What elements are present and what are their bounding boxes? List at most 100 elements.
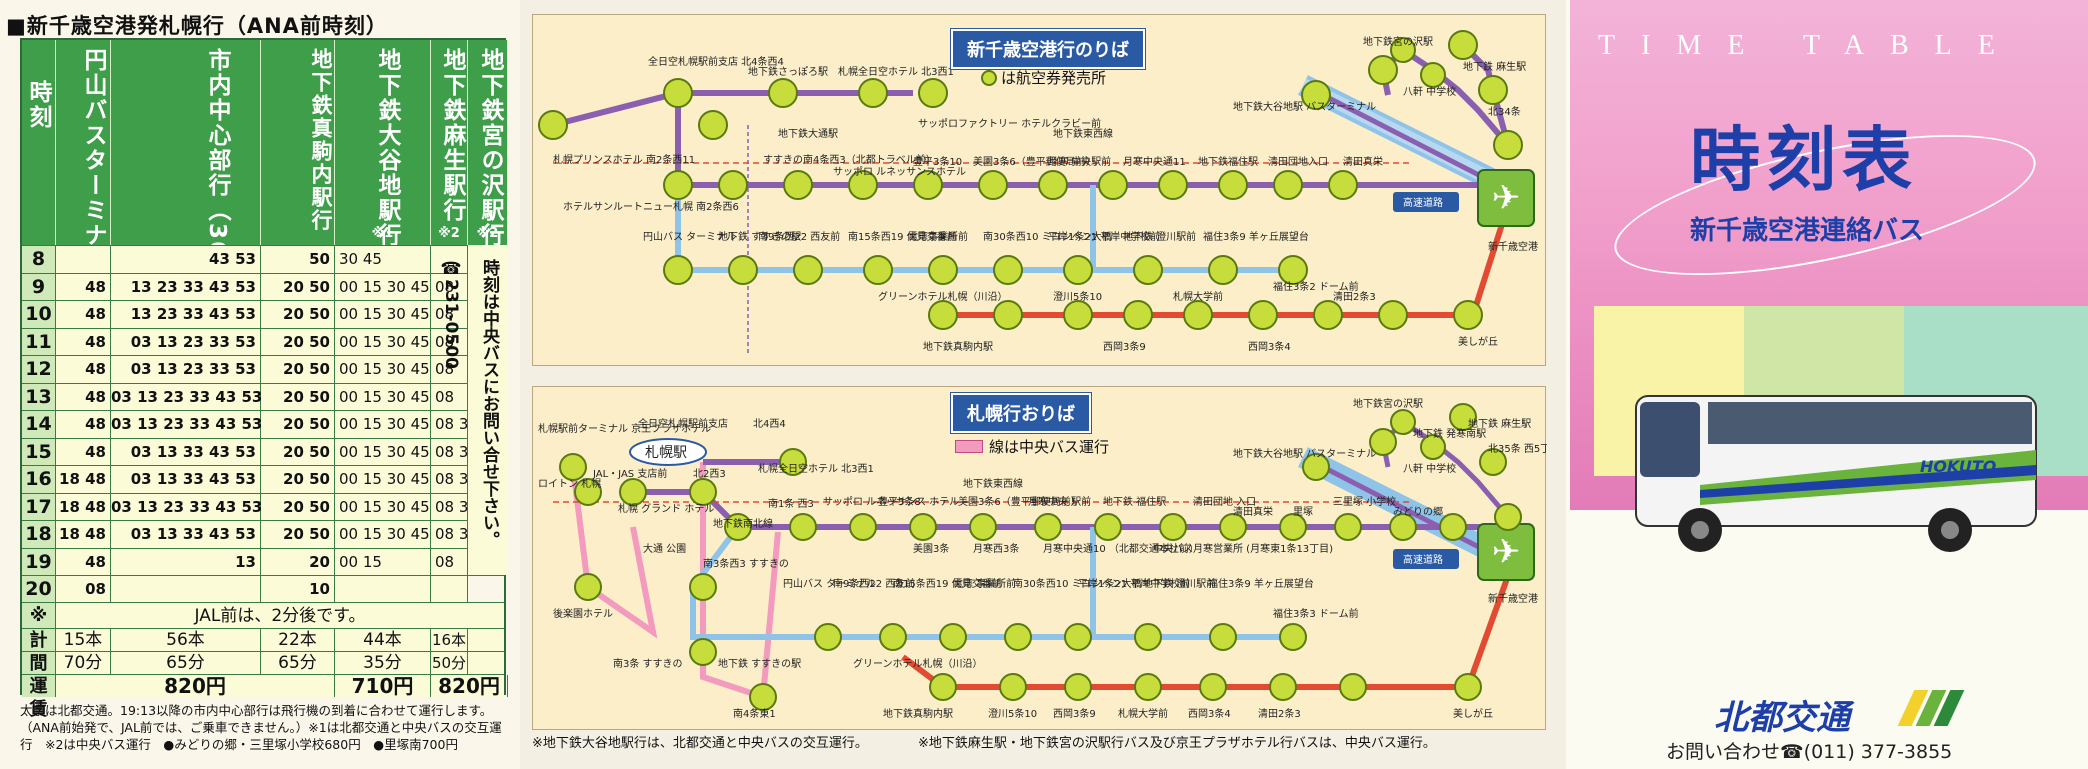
time-cell: 08 [431,383,468,410]
header-hour: 時刻 [22,40,56,245]
bus-illustration: HOKUTO [1635,395,2037,552]
stop-fukuzumi-2: 地下鉄 福住駅 [1103,495,1166,508]
time-cell: 48 [56,273,111,300]
company-logo-icon [1897,690,1966,726]
time-cell: 00 15 30 45 [335,301,431,328]
timetable-panel: ■新千歳空港発札幌行（ANA前時刻） 時刻 円山バスターミナル行 市内中心部行（… [0,0,520,769]
time-cell: 13 23 33 43 53 [111,301,261,328]
time-cell: 03 13 33 43 53 [111,438,261,465]
stop-maruyama-2: 円山バス ターミナル [783,578,876,590]
stop-midori: みどりの郷 [1393,506,1443,518]
arrival-title: 札幌行おりば [951,393,1091,433]
stop-hiragishi-2: 平岸1条21 平岸中学校前 [1078,577,1190,590]
stop-renaissance-2: サッポロ ルネッサンス ホテル [823,496,959,508]
stop-sanrizuka: 三里塚 小学校 [1333,495,1396,508]
airport-label: 新千歳空港 [1488,240,1538,253]
stop-susukino-s4: すすきの南4条西3（北都トラベル前） [763,153,936,166]
time-cell: 20 50 [261,493,335,520]
stop-kita35: 北35条 西5丁目 [1488,442,1547,455]
stop-miyanosawa: 地下鉄宮の沢駅 [1363,35,1433,48]
time-cell: 13 23 33 43 53 [111,273,261,300]
stop-toyohira3: 豊平3条10 [913,155,962,168]
hour-cell: 13 [22,383,56,410]
stop-kourakuen: 後楽園ホテル [553,607,613,620]
stop-susukino: 地下鉄 すすきの駅 [718,230,801,243]
stop-sapporo-univ-2: 札幌大学前 [1118,707,1168,720]
stop-chuo-office: 中央バス月寒営業所 (月寒東1条13丁目) [1153,542,1333,555]
stop-minami3: 南3条 すすきの [613,657,683,670]
cover-subtitle: 新千歳空港連絡バス [1690,216,1925,246]
stop-tsukisamu3: 月寒西3条 [973,542,1019,555]
time-cell: 20 50 [261,273,335,300]
time-cell: 00 15 30 45 [335,493,431,520]
hour-cell: 10 [22,301,56,328]
stop-dot-icon [981,70,997,86]
header-maruyama: 円山バスターミナル行 [56,40,111,298]
interval-row: 間隔 70分 65分 65分 35分 50分 [22,651,504,697]
line-tozai-2: 地下鉄東西線 [963,477,1023,490]
hour-cell: 20 [22,576,56,603]
time-cell: 00 15 30 45 [335,383,431,410]
stop-green-hotel-2: グリーンホテル札幌（川沿） [853,657,983,670]
stop-asabu-2: 地下鉄 麻生駅 [1468,417,1531,430]
time-cell [431,576,468,603]
time-cell: 03 13 33 43 53 [111,466,261,493]
stop-makomanai-2: 地下鉄真駒内駅 [883,707,953,720]
time-cell: 48 [56,548,111,575]
stop-jal: JAL・JAS 支店前 [592,467,667,480]
time-cell: 30 45 [335,246,431,273]
time-cell: 00 15 30 45 [335,411,431,438]
time-cell [431,246,468,273]
arrival-route-map: ✈ 札幌駅 札幌駅前ターミナル 京王プラザホテル 全日空札幌駅前支店 北4西4 … [538,397,1547,720]
stop-kita4: 北4西4 [753,418,786,430]
stop-makomanai: 地下鉄真駒内駅 [923,340,993,353]
stop-nishioka9: 西岡3条9 [1103,340,1146,353]
stop-minami9: 南9条西22 西友前 [758,230,840,243]
header-oyachi: 地下鉄大谷地駅行 ※1 [335,40,431,248]
stop-minami3nishi3: 南3条西3 すすきの [703,557,789,570]
stop-hiragishi: 平岸1条21 平岸中学校前 [1048,230,1160,243]
time-cell: 03 13 23 33 53 [111,356,261,383]
stop-fukuzumi: 地下鉄福住駅 [1198,155,1258,168]
stop-tsukisamu-chuo: 月寒 中央駅前 [1048,155,1111,168]
time-cell: 48 [56,328,111,355]
company-name: 北都交通 [1714,698,1850,738]
stop-satozuka: 里塚 [1293,506,1313,518]
time-cell: 00 15 30 45 [335,328,431,355]
stop-renaissance: サッポロ ルネッサンスホテル [833,166,966,178]
stop-prince: 札幌プリンスホテル 南2条西11 [553,153,695,166]
stop-hassamu: 地下鉄 発寒南駅 [1413,427,1486,440]
time-cell: 08 38 [431,493,478,520]
sapporo-station-label: 札幌駅 [645,445,687,461]
time-cell: 00 15 30 45 [335,356,431,383]
stop-utsukushigaoka: 美しが丘 [1458,335,1498,348]
header-makomanai: 地下鉄真駒内駅行（グリーンホテル札幌終点） [261,40,335,531]
cover-art: TIME TABLE 時刻表 新千歳空港連絡バス HOKUTO [1570,0,2088,552]
pink-line-icon [955,440,983,453]
count-row: 計 15本 56本 22本 44本 16本 [22,628,504,651]
time-table-heading: TIME TABLE [1598,30,2021,61]
time-cell [56,246,111,273]
stop-densha: 電車事業所前 [908,230,968,243]
airport-icon [1477,169,1535,227]
time-cell: 18 48 [56,493,111,520]
stop-hachiken: 八軒 中学校 [1403,85,1456,98]
stop-kiyota-entrance: 清田団地入口 [1268,155,1328,168]
time-cell: 08 38 [431,521,478,548]
hour-cell: 8 [22,246,56,273]
stop-nishioka4: 西岡3条4 [1248,340,1291,353]
stop-kiyota-shinsen-2: 清田真栄 [1233,505,1273,518]
arrival-map: ✈ 札幌駅 札幌駅前ターミナル 京王プラザホテル 全日空札幌駅前支店 北4西4 … [532,386,1547,730]
stop-nishioka4-2: 西岡3条4 [1188,707,1231,720]
stop-sumikawa5-2: 澄川5条10 [988,707,1037,720]
hour-cell: 14 [22,411,56,438]
time-cell: 18 48 [56,466,111,493]
stop-sumikawa: 地下鉄 澄川駅前 [1123,230,1196,243]
note-oyachi: ※地下鉄大谷地駅行は、北都交通と中央バスの交互運行。 [532,736,868,751]
time-cell: 08 [431,548,468,575]
time-cell: 43 53 [111,246,261,273]
